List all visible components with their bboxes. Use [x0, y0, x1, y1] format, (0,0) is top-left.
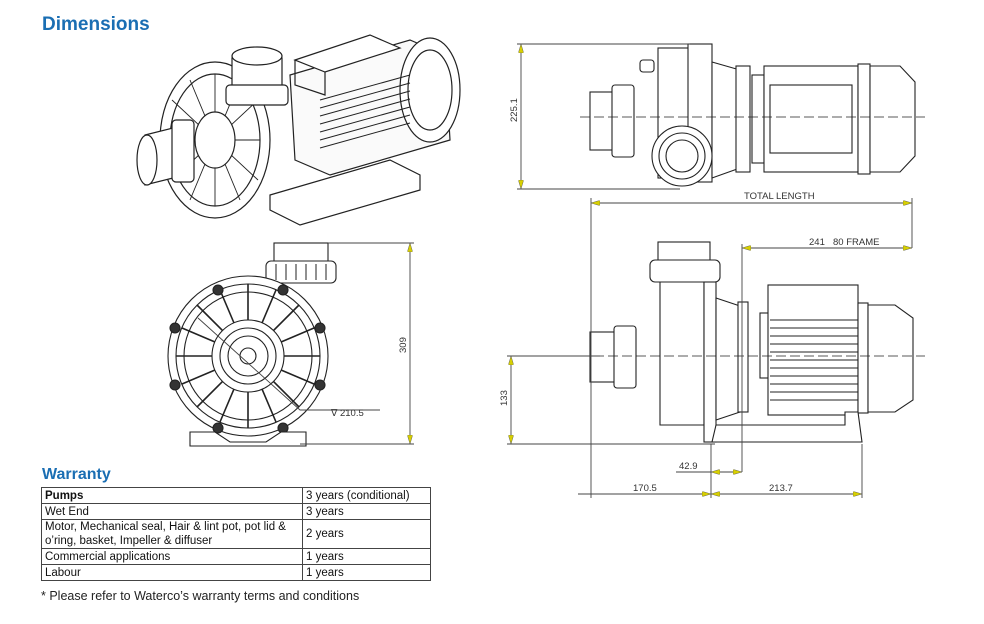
- dimension-lines: [197, 43, 913, 498]
- dimensions-heading: Dimensions: [42, 14, 150, 35]
- table-row: Motor, Mechanical seal, Hair & lint pot,…: [41, 519, 431, 549]
- warranty-footnote: * Please refer to Waterco’s warranty ter…: [41, 589, 360, 603]
- warranty-period: 3 years: [302, 503, 431, 520]
- dim-label-shaft-height: 133: [499, 390, 510, 406]
- dim-label-offset: 42.9: [679, 461, 698, 472]
- dim-label-front-length: 170.5: [633, 483, 657, 494]
- warranty-item: Commercial applications: [41, 548, 303, 565]
- dim-label-total-length: TOTAL LENGTH: [744, 191, 815, 202]
- dim-label-rear-length: 213.7: [769, 483, 793, 494]
- dim-label-diameter: ∇ 210.5: [330, 408, 364, 419]
- table-row: Pumps 3 years (conditional): [41, 487, 431, 504]
- warranty-item: Labour: [41, 564, 303, 581]
- pump-isometric-drawing: [136, 34, 461, 226]
- pump-top-view-drawing: [580, 43, 925, 187]
- pump-front-view-drawing: [167, 242, 337, 447]
- warranty-table: Pumps 3 years (conditional) Wet End 3 ye…: [41, 487, 431, 581]
- table-row: Commercial applications 1 years: [41, 548, 431, 565]
- warranty-heading: Warranty: [42, 466, 111, 483]
- table-row: Labour 1 years: [41, 564, 431, 581]
- table-row: Wet End 3 years: [41, 503, 431, 520]
- dim-label-motor-length: 241: [809, 237, 825, 248]
- warranty-period: 1 years: [302, 548, 431, 565]
- warranty-item: Pumps: [41, 487, 303, 504]
- pump-side-view-drawing: [580, 241, 925, 443]
- dim-label-frame: 80 FRAME: [833, 237, 879, 248]
- warranty-period: 1 years: [302, 564, 431, 581]
- dim-label-height-front: 309: [398, 337, 409, 353]
- warranty-period: 3 years (conditional): [302, 487, 431, 504]
- dim-label-height-top: 225.1: [509, 98, 520, 122]
- warranty-item: Motor, Mechanical seal, Hair & lint pot,…: [41, 519, 303, 549]
- warranty-item: Wet End: [41, 503, 303, 520]
- warranty-period: 2 years: [302, 519, 431, 549]
